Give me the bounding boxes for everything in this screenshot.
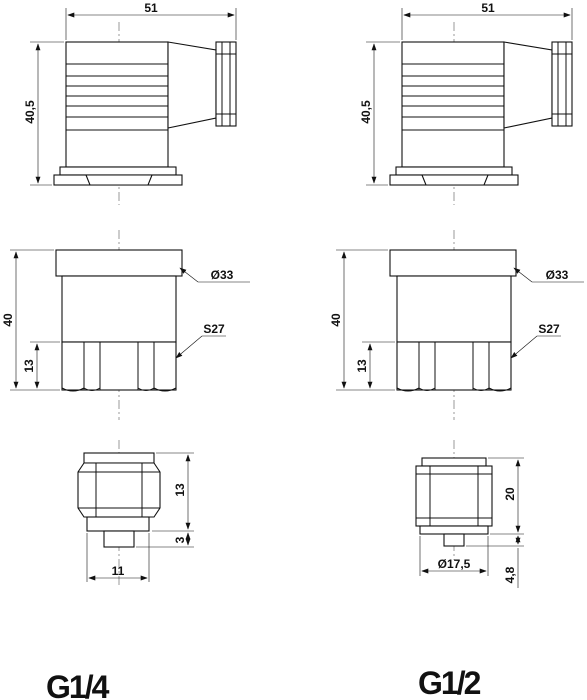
left-connector-view: 51 40,5 [23,1,237,205]
left-socket-hex: S27 [203,322,225,336]
right-adapter-body-height: 20 [503,487,517,501]
right-connector-height: 40,5 [359,100,373,124]
left-adapter-hex-height: 13 [173,483,187,497]
right-socket-diameter: Ø33 [546,268,569,282]
left-socket-height: 40 [1,313,15,327]
right-socket-hex-height: 13 [355,359,369,373]
right-adapter-pin-height: 4,8 [503,566,517,583]
right-connector-width: 51 [481,1,495,15]
left-socket-diameter: Ø33 [211,268,234,282]
left-socket-hex-height: 13 [22,359,36,373]
left-adapter-width: 11 [112,564,125,578]
right-connector-view: 51 40,5 [359,1,573,205]
right-adapter-diameter: Ø17,5 [438,557,471,571]
left-socket-view: Ø33 S27 40 13 [1,230,250,420]
left-thread-label: G1/4 [46,669,110,700]
left-connector-height: 40,5 [23,100,37,124]
right-thread-label: G1/2 [418,665,481,700]
right-socket-view: Ø33 S27 40 13 [329,230,584,420]
right-socket-height: 40 [329,313,343,327]
left-connector-width: 51 [144,1,158,15]
left-adapter-view: 13 3 11 [77,440,194,585]
right-adapter-view: 20 4,8 Ø17,5 [415,440,524,588]
right-socket-hex: S27 [538,322,560,336]
left-adapter-pin-height: 3 [173,536,187,543]
